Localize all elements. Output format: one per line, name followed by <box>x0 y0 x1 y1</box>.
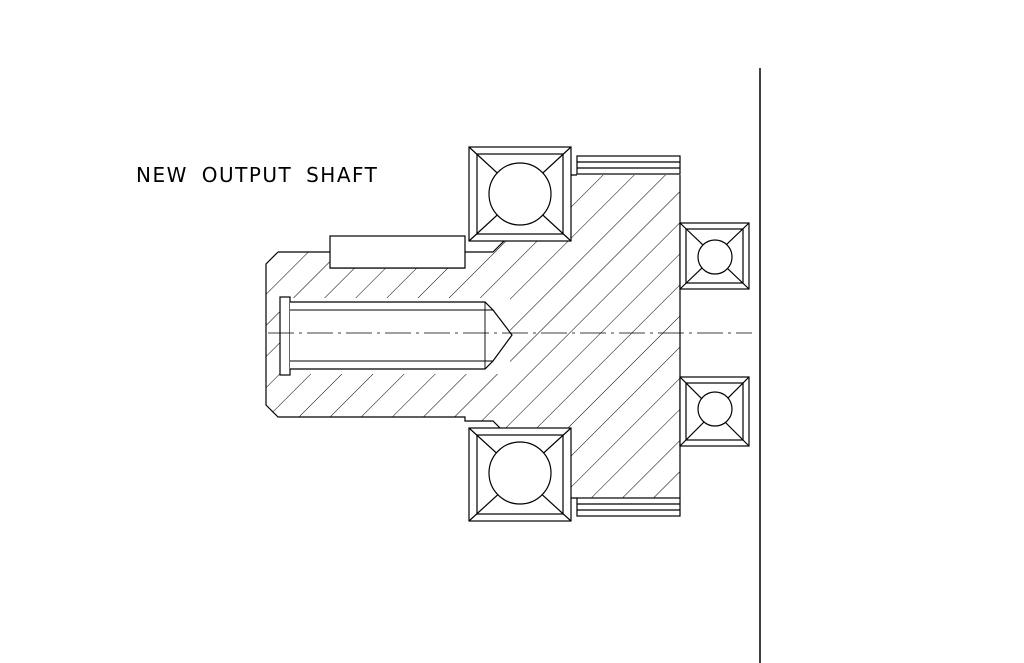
drawing-title: NEW OUTPUT SHAFT <box>136 163 378 187</box>
shaft-key <box>329 235 466 269</box>
large-bearing-bottom <box>468 427 572 522</box>
gear-ring-top <box>576 155 681 175</box>
gear-ring-bottom <box>576 497 681 517</box>
threaded-bore <box>279 296 513 376</box>
small-bearing-top <box>679 222 750 290</box>
small-bearing-bottom <box>679 376 750 447</box>
large-bearing-top <box>468 146 572 242</box>
